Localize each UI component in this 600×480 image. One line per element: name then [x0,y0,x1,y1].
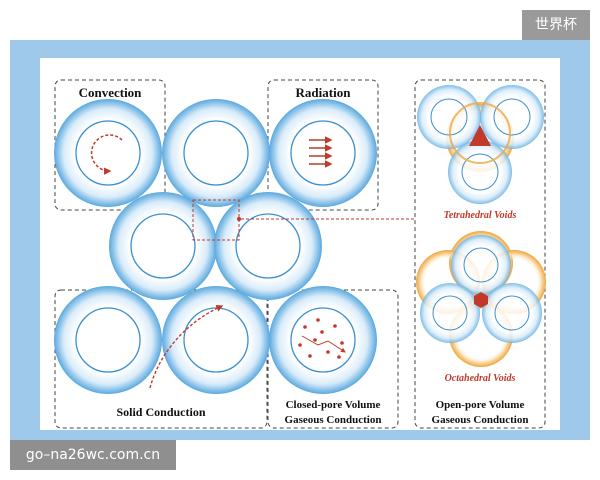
gas-path-icon [301,335,346,353]
tetrahedral-void-cluster [417,85,544,204]
label-open-pore-line1: Open-pore Volume [435,399,525,411]
sphere-top-left [54,99,162,207]
sphere-middle-left [109,192,217,300]
label-solid-conduction: Solid Conduction [116,405,206,419]
watermark-top-right: 世界杯 [522,10,590,40]
octahedral-void-icon [474,292,488,308]
sphere-bottom-left [54,286,162,394]
open-pore-box [414,79,546,429]
sphere-middle-right [214,192,322,300]
label-closed-pore-line2: Gaseous Conduction [284,414,382,426]
label-radiation: Radiation [295,85,351,100]
solid-conduction-arrow-icon [149,305,224,389]
tetrahedral-void-icon [469,125,491,146]
sphere-bottom-middle [162,286,270,394]
sphere-top-middle [162,99,270,207]
octahedral-void-cluster [416,231,546,367]
contact-point-icon [237,217,241,221]
label-convection: Convection [78,85,142,100]
radiation-arrows-icon [309,136,333,168]
label-closed-pore-line1: Closed-pore Volume [285,399,381,411]
convection-arrow-icon [90,134,123,175]
sphere-top-right [269,99,377,207]
label-octahedral-voids: Octahedral Voids [444,373,516,384]
label-open-pore-line2: Gaseous Conduction [431,414,529,426]
watermark-bottom-left: go–na26wc.com.cn [10,440,176,470]
gas-molecules-icon [298,318,344,359]
label-tetrahedral-voids: Tetrahedral Voids [443,210,517,221]
sphere-bottom-right [269,286,377,394]
